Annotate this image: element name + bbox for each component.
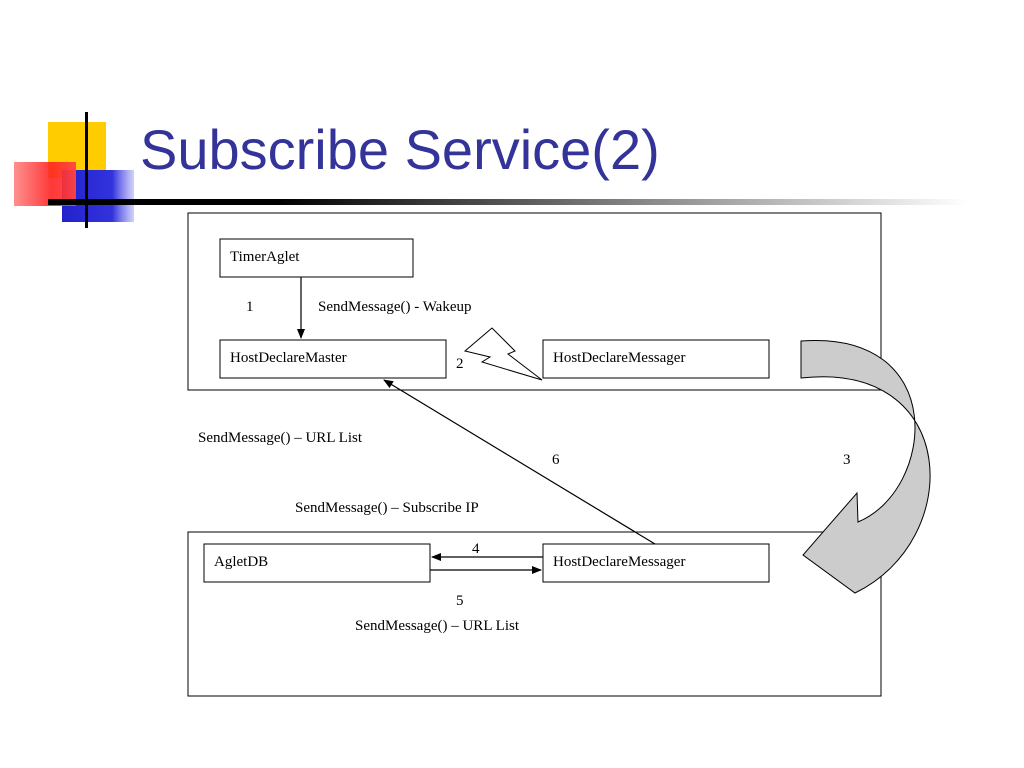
slide-title: Subscribe Service(2) bbox=[140, 118, 660, 181]
host-declare-messager-top-label: HostDeclareMessager bbox=[553, 350, 685, 366]
host-declare-messager-bottom-box bbox=[542, 543, 770, 583]
subscribe-ip-label: SendMessage() – Subscribe IP bbox=[295, 500, 479, 516]
aglet-db-label: AgletDB bbox=[214, 554, 268, 570]
timer-aglet-label: TimerAglet bbox=[230, 249, 300, 265]
timer-aglet-box bbox=[219, 238, 414, 278]
host-declare-messager-bottom-label: HostDeclareMessager bbox=[553, 554, 685, 570]
url-list-top-label: SendMessage() – URL List bbox=[198, 430, 363, 446]
step4-label: 4 bbox=[472, 541, 480, 557]
host-declare-master-box bbox=[219, 339, 447, 379]
slide-logo bbox=[14, 112, 134, 228]
arrow-step6 bbox=[383, 379, 656, 545]
step3-label: 3 bbox=[843, 452, 851, 468]
step5-label: 5 bbox=[456, 593, 464, 609]
curved-arrow-step3 bbox=[800, 340, 931, 594]
title-divider bbox=[48, 199, 968, 205]
step6-label: 6 bbox=[552, 452, 560, 468]
host-declare-master-label: HostDeclareMaster bbox=[230, 350, 347, 366]
step1-label: 1 bbox=[246, 299, 254, 315]
host-declare-messager-top-box bbox=[542, 339, 770, 379]
lightning-bolt-step2 bbox=[463, 327, 543, 381]
url-list-bottom-label: SendMessage() – URL List bbox=[355, 618, 520, 634]
step2-label: 2 bbox=[456, 356, 464, 372]
aglet-db-box bbox=[203, 543, 431, 583]
wakeup-label: SendMessage() - Wakeup bbox=[318, 299, 471, 315]
